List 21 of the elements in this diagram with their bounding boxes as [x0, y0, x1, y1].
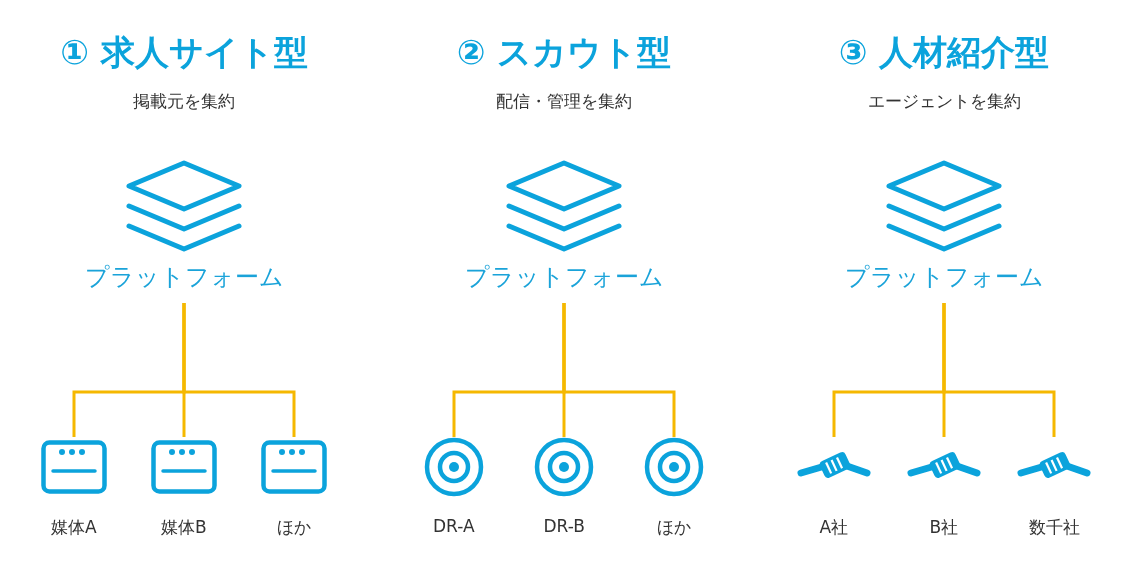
item-label: ほか	[657, 516, 691, 539]
platform-label: プラットフォーム	[464, 262, 664, 293]
section-title: ③ 人材紹介型	[837, 31, 1051, 74]
item-label: A社	[819, 516, 849, 539]
section-title: ① 求人サイト型	[59, 31, 309, 74]
section-subtitle: 掲載元を集約	[132, 90, 236, 113]
section-title: ② スカウト型	[455, 31, 673, 74]
item-label: B社	[929, 516, 959, 539]
item-label: ほか	[277, 516, 311, 539]
item-label: 媒体B	[161, 516, 207, 539]
item-label: DR-B	[543, 516, 585, 536]
section-subtitle: エージェントを集約	[866, 90, 1022, 113]
platform-label: プラットフォーム	[84, 262, 284, 293]
connector-line	[562, 303, 676, 437]
platform-label: プラットフォーム	[844, 262, 1044, 293]
item-label: 数千社	[1028, 516, 1080, 539]
connector-line	[942, 303, 1056, 437]
item-label: 媒体A	[51, 516, 97, 539]
section-subtitle: 配信・管理を集約	[495, 90, 633, 113]
item-label: DR-A	[433, 516, 475, 536]
connector-line	[182, 303, 296, 437]
